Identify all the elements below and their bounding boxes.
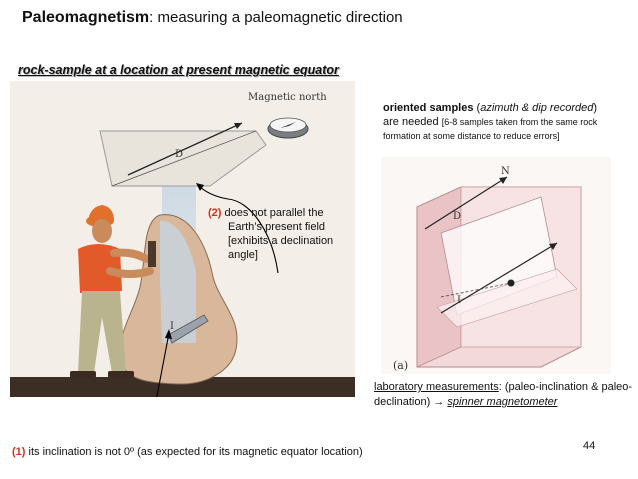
sample-cube-illustration: N D I (a)	[381, 157, 611, 374]
ground	[10, 377, 355, 397]
magnetization-arrowhead	[549, 243, 557, 250]
oriented-samples-note: oriented samples (azimuth & dip recorded…	[383, 102, 598, 141]
callout-declination: (2) does not parallel the Earth’s presen…	[208, 207, 334, 261]
callout-inclination: (1) its inclination is not 0º (as expect…	[12, 446, 363, 458]
lab-measurements-note: laboratory measurements: (paleo-inclinat…	[374, 381, 633, 408]
compass-label: Magnetic north	[248, 92, 327, 103]
sample-center-dot	[507, 279, 515, 287]
declination-label: D	[175, 149, 183, 160]
sample-core	[167, 314, 209, 344]
callout-1-arrowhead	[165, 329, 172, 339]
compass	[267, 117, 309, 139]
slide-title: Paleomagnetism: measuring a paleomagneti…	[22, 9, 403, 26]
field-vector	[127, 122, 243, 176]
north-label: N	[501, 166, 510, 177]
right-arrow-icon: →	[433, 396, 445, 408]
inclination-label: I	[170, 321, 174, 332]
field-arrowhead	[234, 123, 242, 129]
north-arrow	[424, 176, 508, 230]
geologist-figure	[70, 205, 156, 378]
slide-subtitle: rock-sample at a location at present mag…	[18, 63, 339, 77]
horizontal-reference	[440, 282, 512, 298]
callout-2-pointer	[197, 184, 279, 274]
cube-declination-label: D	[453, 211, 461, 222]
callout-1-pointer	[156, 332, 170, 397]
magnetization-vector	[440, 242, 558, 314]
geologist-sampling-illustration: D Magnetic north I	[10, 81, 355, 397]
plane-diagonal	[111, 130, 257, 187]
horizontal-section	[436, 268, 578, 328]
callout-2-arrowhead	[196, 183, 204, 191]
page-number: 44	[583, 440, 596, 452]
cube-inclination-label: I	[457, 295, 461, 306]
north-arrowhead	[499, 177, 507, 184]
panel-label: (a)	[393, 359, 408, 372]
rock-shaded-face	[160, 220, 196, 343]
